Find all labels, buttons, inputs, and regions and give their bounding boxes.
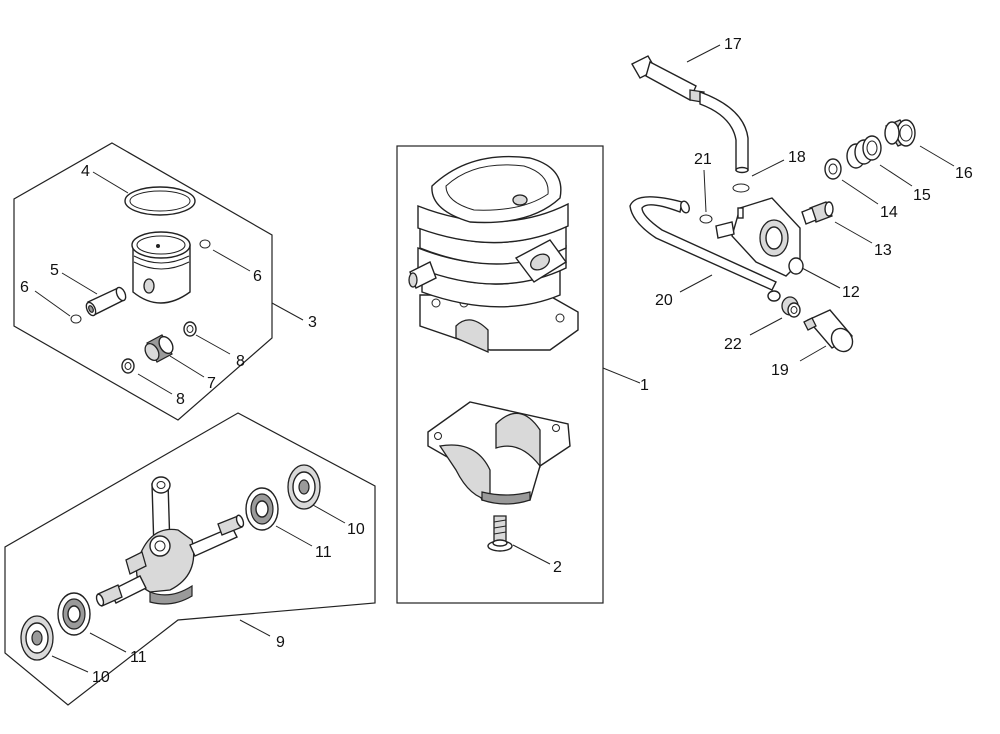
pipe-clip xyxy=(699,214,713,224)
hose-clip xyxy=(732,183,750,193)
crankshaft-kit-group: 10 11 9 11 10 xyxy=(4,412,376,706)
piston-pin xyxy=(85,286,127,317)
needle-bearing xyxy=(144,334,174,363)
piston-ring xyxy=(124,186,196,216)
callout-4: 4 xyxy=(81,163,90,180)
callout-6-left: 6 xyxy=(20,279,29,296)
oil-pipe xyxy=(629,196,781,302)
circlip-left xyxy=(70,314,82,324)
callout-22: 22 xyxy=(724,336,742,353)
oil-pump-group: 17 18 21 16 15 14 13 12 20 22 19 xyxy=(629,36,973,379)
callout-8-left: 8 xyxy=(176,391,185,408)
callout-8-right: 8 xyxy=(236,353,245,370)
callout-18: 18 xyxy=(788,149,806,166)
oil-seal-left xyxy=(20,615,54,661)
callout-7: 7 xyxy=(207,375,216,392)
thrust-washer-left xyxy=(121,358,135,374)
circlip-right xyxy=(199,239,211,249)
ball-bearing-left xyxy=(57,592,91,636)
callout-20: 20 xyxy=(655,292,673,309)
pump-spring xyxy=(846,135,882,169)
callout-12: 12 xyxy=(842,284,860,301)
piston xyxy=(131,231,191,304)
oil-hose xyxy=(631,55,749,174)
callout-10-left: 10 xyxy=(92,669,110,686)
oil-seal-right xyxy=(287,464,321,510)
pump-washer xyxy=(824,158,842,180)
cylinder xyxy=(408,155,579,353)
callout-2: 2 xyxy=(553,559,562,576)
callout-5: 5 xyxy=(50,262,59,279)
callout-9: 9 xyxy=(276,634,285,651)
crankshaft xyxy=(95,476,245,607)
callout-13: 13 xyxy=(874,242,892,259)
callout-15: 15 xyxy=(913,187,931,204)
cylinder-bolt xyxy=(487,515,513,552)
callout-19: 19 xyxy=(771,362,789,379)
pump-fitting xyxy=(801,201,834,225)
oil-filter xyxy=(803,309,854,353)
callout-3: 3 xyxy=(308,314,317,331)
piston-kit-group: 4 5 6 6 3 8 7 8 xyxy=(13,142,317,421)
piston-kit-frame xyxy=(13,142,273,421)
thrust-washer-right xyxy=(183,321,197,337)
cylinder-group: 1 2 xyxy=(396,145,649,604)
callout-6-right: 6 xyxy=(253,268,262,285)
callout-11-left: 11 xyxy=(130,649,147,666)
callout-11-right: 11 xyxy=(315,544,332,561)
crankshaft-kit-frame xyxy=(4,412,376,706)
pump-plug xyxy=(884,119,916,147)
crankcase-half xyxy=(427,401,571,505)
callout-16: 16 xyxy=(955,165,973,182)
ball-bearing-right xyxy=(245,487,279,531)
oil-pump-body xyxy=(715,197,804,277)
callout-1: 1 xyxy=(640,377,649,394)
callout-10-right: 10 xyxy=(347,521,365,538)
hose-fitting xyxy=(781,296,801,318)
callout-21: 21 xyxy=(694,151,712,168)
cylinder-frame xyxy=(396,145,604,604)
callout-14: 14 xyxy=(880,204,898,221)
callout-17: 17 xyxy=(724,36,742,53)
